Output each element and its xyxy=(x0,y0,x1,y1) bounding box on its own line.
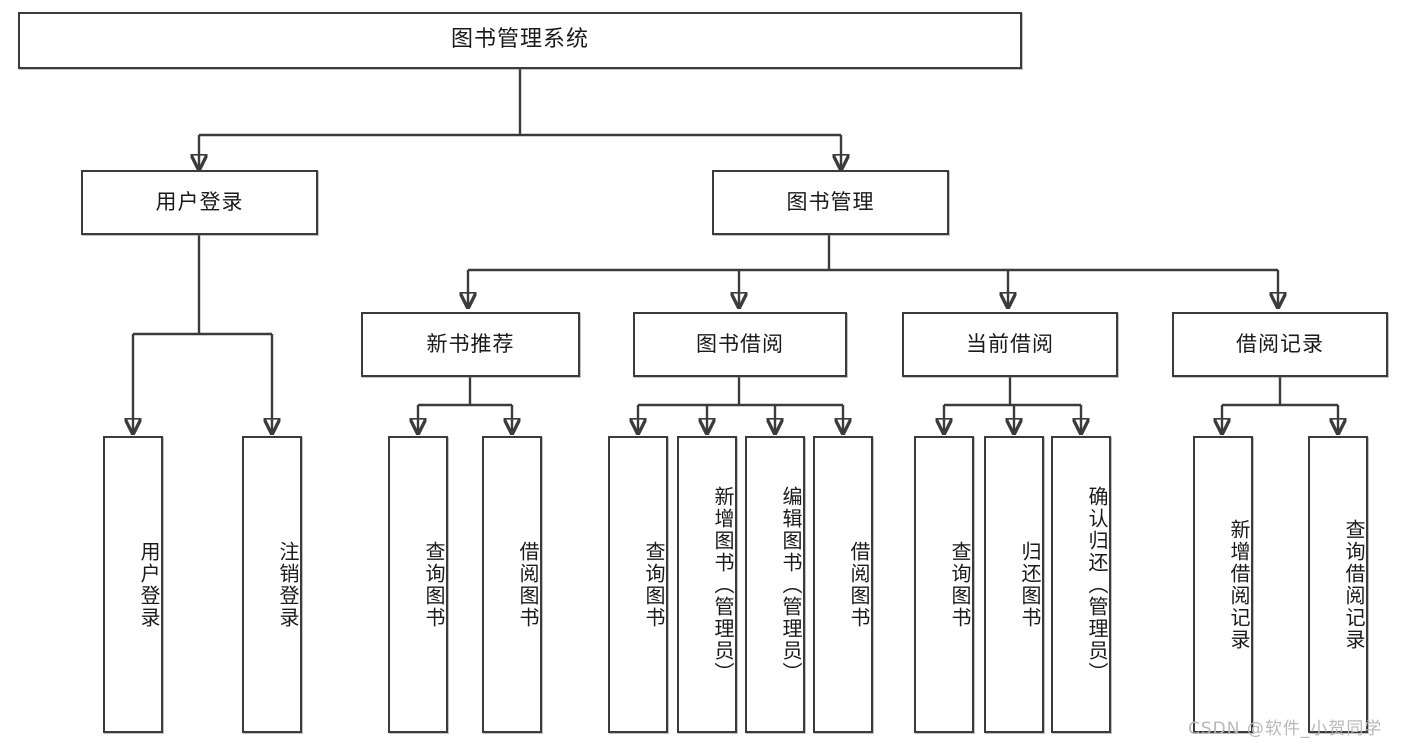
node-label: 借阅图书 xyxy=(516,540,540,629)
node-label: 图书管理 xyxy=(786,189,875,214)
node-user-login[interactable]: 用户登录 xyxy=(81,170,318,235)
node-new-book-recommend[interactable]: 新书推荐 xyxy=(361,312,580,377)
node-label: 用户登录 xyxy=(155,189,244,214)
leaf-recommend-query-book[interactable]: 查询图书 xyxy=(388,436,448,733)
watermark-text: CSDN @软件_小贺同学 xyxy=(1188,719,1383,739)
node-label: 归还图书 xyxy=(1018,540,1042,629)
node-label: 新书推荐 xyxy=(426,331,515,356)
node-label: 新增图书（管理员） xyxy=(711,485,735,684)
node-book-borrow[interactable]: 图书借阅 xyxy=(633,312,847,377)
leaf-record-query-record[interactable]: 查询借阅记录 xyxy=(1308,436,1368,733)
node-book-management[interactable]: 图书管理 xyxy=(712,170,949,235)
node-label: 编辑图书（管理员） xyxy=(779,485,803,684)
node-label: 注销登录 xyxy=(276,540,300,629)
node-label: 查询图书 xyxy=(422,540,446,629)
node-label: 用户登录 xyxy=(137,540,161,629)
leaf-borrow-query-book[interactable]: 查询图书 xyxy=(608,436,668,733)
leaf-borrow-borrow-book[interactable]: 借阅图书 xyxy=(813,436,873,733)
leaf-borrow-edit-book-admin[interactable]: 编辑图书（管理员） xyxy=(745,436,805,733)
node-current-borrow[interactable]: 当前借阅 xyxy=(902,312,1118,377)
node-label: 图书管理系统 xyxy=(450,27,589,53)
leaf-user-login-logout[interactable]: 注销登录 xyxy=(242,436,302,733)
leaf-record-add-record[interactable]: 新增借阅记录 xyxy=(1193,436,1253,733)
node-label: 当前借阅 xyxy=(966,331,1054,356)
node-label: 借阅记录 xyxy=(1236,331,1324,356)
leaf-recommend-borrow-book[interactable]: 借阅图书 xyxy=(482,436,542,733)
node-root-system[interactable]: 图书管理系统 xyxy=(18,12,1022,69)
node-label: 确认归还（管理员） xyxy=(1085,485,1109,684)
leaf-user-login-login[interactable]: 用户登录 xyxy=(103,436,163,733)
leaf-borrow-add-book-admin[interactable]: 新增图书（管理员） xyxy=(677,436,737,733)
leaf-current-confirm-return-admin[interactable]: 确认归还（管理员） xyxy=(1051,436,1111,733)
node-label: 图书借阅 xyxy=(696,331,784,356)
node-borrow-record[interactable]: 借阅记录 xyxy=(1172,312,1388,377)
node-label: 查询借阅记录 xyxy=(1342,518,1366,651)
node-label: 借阅图书 xyxy=(847,540,871,629)
leaf-current-query-book[interactable]: 查询图书 xyxy=(914,436,974,733)
node-label: 查询图书 xyxy=(948,540,972,629)
node-label: 新增借阅记录 xyxy=(1227,518,1251,651)
node-label: 查询图书 xyxy=(642,540,666,629)
leaf-current-return-book[interactable]: 归还图书 xyxy=(984,436,1044,733)
